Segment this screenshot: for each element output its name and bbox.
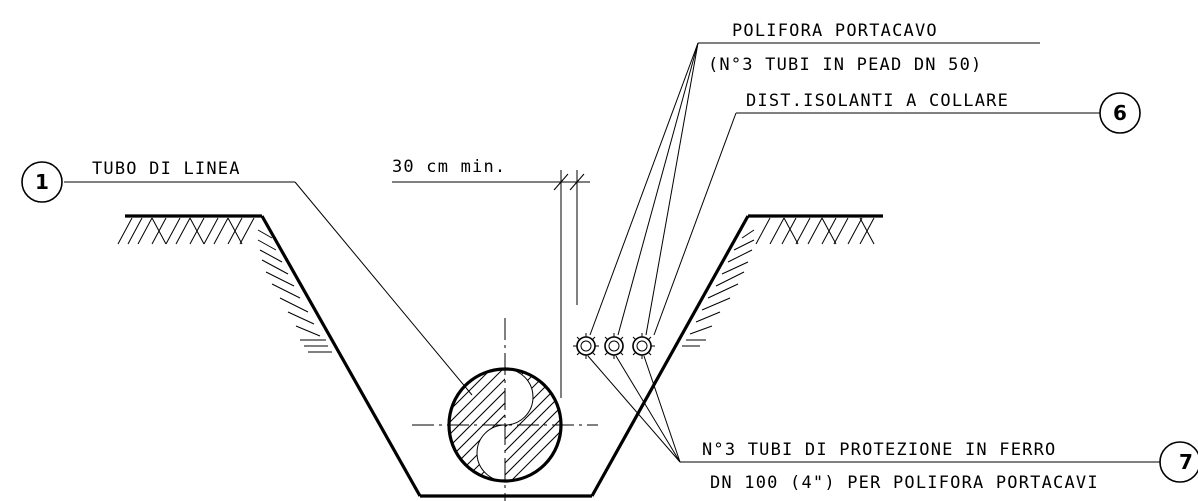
insulators-label: DIST.ISOLANTI A COLLARE — [746, 91, 1009, 111]
line-pipe-label: TUBO DI LINEA — [92, 159, 241, 179]
conduit-bundle — [573, 333, 655, 359]
ground-hatch-right — [682, 217, 875, 347]
conduit-title-label: POLIFORA PORTACAVO — [732, 21, 938, 41]
line-pipe-leader — [64, 181, 473, 396]
svg-text:6: 6 — [1113, 101, 1127, 125]
protection-label-2: DN 100 (4") PER POLIFORA PORTACAVI — [710, 473, 1099, 493]
svg-text:1: 1 — [35, 170, 49, 194]
min-distance-label: 30 cm min. — [392, 157, 506, 177]
trench-outline — [125, 214, 883, 498]
line-pipe — [447, 367, 563, 483]
conduit-leader — [589, 42, 1040, 336]
insulators-leader — [653, 112, 1100, 336]
callout-1: 1 — [21, 161, 63, 203]
svg-text:7: 7 — [1179, 450, 1193, 474]
ground-hatch-left — [117, 217, 332, 353]
protection-leader — [587, 355, 1160, 463]
conduit-2 — [604, 333, 624, 359]
min-distance-dimension — [392, 170, 590, 398]
pipe-centerlines — [412, 318, 598, 501]
conduit-3 — [632, 333, 655, 359]
conduit-1 — [573, 333, 599, 359]
callout-7: 7 — [1159, 441, 1198, 483]
conduit-detail-label: (N°3 TUBI IN PEAD DN 50) — [708, 55, 982, 75]
protection-label-1: N°3 TUBI DI PROTEZIONE IN FERRO — [702, 440, 1056, 460]
callout-6: 6 — [1099, 92, 1141, 134]
